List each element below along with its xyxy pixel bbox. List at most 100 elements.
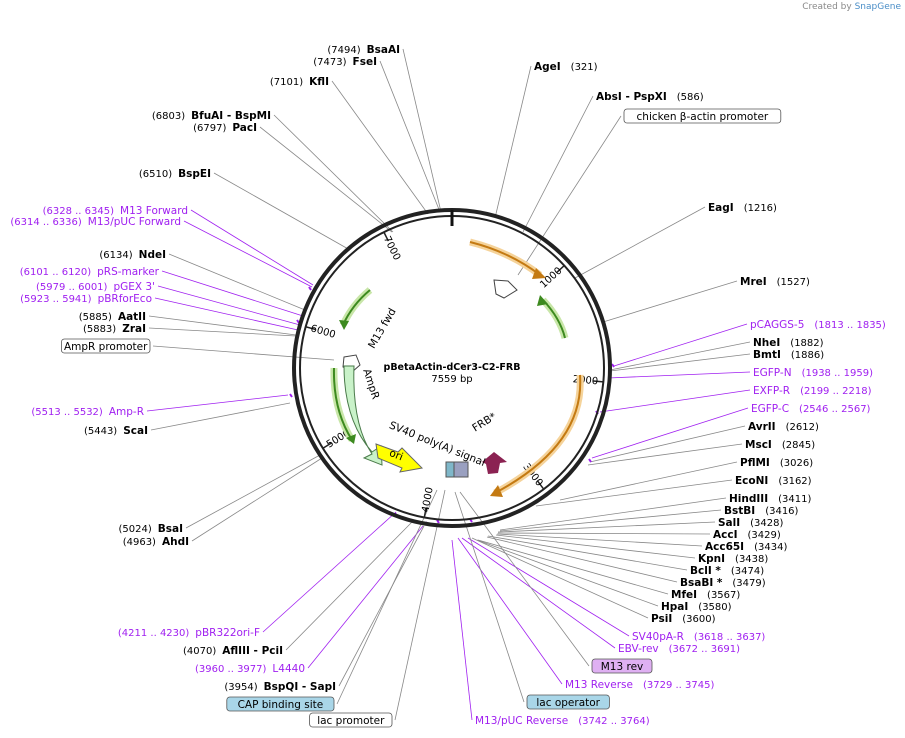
primer-mark — [588, 458, 592, 463]
site-label-group[interactable]: AbsI - PspXI(586) — [596, 91, 704, 103]
site-label-group[interactable]: chicken β-actin promoter — [623, 108, 782, 124]
site-name: EagI — [708, 202, 734, 214]
enzyme-label: AvrII(2612) — [748, 421, 819, 433]
site-name: EGFP-N — [753, 367, 792, 379]
site-label-group[interactable]: (3960 .. 3977)L4440 — [195, 663, 305, 675]
site-label-group[interactable]: BmtI(1886) — [753, 349, 824, 361]
site-label-group[interactable]: pCAGGS-5(1813 .. 1835) — [750, 319, 886, 331]
site-label-group[interactable]: EGFP-C(2546 .. 2567) — [751, 403, 871, 415]
site-label-group[interactable]: NheI(1882) — [753, 337, 824, 349]
site-label-group[interactable]: HindIII(3411) — [729, 493, 811, 505]
site-name: BsaI — [158, 523, 183, 535]
tick-label: 6000 — [309, 323, 336, 340]
site-label-group[interactable]: (5979 .. 6001)pGEX 3' — [36, 281, 155, 293]
site-name: ScaI — [123, 425, 148, 437]
site-label-group[interactable]: MfeI(3567) — [671, 589, 740, 601]
leader-line — [259, 126, 393, 233]
site-label-group[interactable]: BclI *(3474) — [690, 565, 764, 577]
feature-tag-label: CAP binding site — [238, 699, 324, 711]
site-coord: (2612) — [786, 422, 819, 433]
site-label-group[interactable]: EGFP-N(1938 .. 1959) — [753, 367, 873, 379]
site-label-group[interactable]: M13/pUC Reverse (3742 .. 3764) — [475, 715, 650, 727]
site-label-group[interactable]: M13 rev — [591, 658, 653, 674]
site-label-group[interactable]: MscI(2845) — [745, 439, 815, 451]
site-label-group[interactable]: PflMI(3026) — [740, 457, 813, 469]
center-labels: pBetaActin-dCer3-C2-FRB 7559 bp — [384, 362, 521, 385]
site-label-group[interactable]: (4963)AhdI — [123, 536, 189, 548]
site-label-group[interactable]: EXFP-R(2199 .. 2218) — [753, 385, 872, 397]
site-label-group[interactable]: MreI(1527) — [740, 276, 810, 288]
site-name: Acc65I — [705, 541, 744, 553]
primer-label: (5513 .. 5532)Amp-R — [31, 406, 144, 418]
site-label-group[interactable]: PsiI(3600) — [651, 613, 716, 625]
feature-tag-box — [226, 696, 335, 712]
site-label-group[interactable]: (7473)FseI — [313, 56, 377, 68]
site-label-group[interactable]: (4211 .. 4230)pBR322ori-F — [118, 627, 260, 639]
site-label-group[interactable]: (6314 .. 6336)M13/pUC Forward — [10, 216, 181, 228]
enzyme-label: (7101)KflI — [270, 76, 329, 88]
site-label-group[interactable]: HpaI(3580) — [661, 601, 732, 613]
site-label-group[interactable]: (6803)BfuAI - BspMI — [152, 110, 271, 122]
site-label-group[interactable]: (7494)BsaAI — [327, 44, 400, 56]
site-label-group[interactable]: SV40pA-R(3618 .. 3637) — [632, 631, 765, 643]
site-coord: (1886) — [791, 350, 824, 361]
leader-line — [607, 371, 751, 379]
site-name: HindIII — [729, 493, 768, 505]
leader-line — [476, 539, 659, 607]
primer-label: EBV-rev(3672 .. 3691) — [618, 643, 740, 655]
site-label-group[interactable]: (6134)NdeI — [99, 249, 166, 261]
site-name: SalI — [718, 517, 740, 529]
site-label-group[interactable]: SalI(3428) — [718, 517, 784, 529]
site-name: BsaBI * — [680, 577, 723, 589]
enzyme-label: EcoNI(3162) — [735, 475, 812, 487]
site-label-group[interactable]: (4070)AflIII - PciI — [183, 645, 283, 657]
site-label-group[interactable]: AvrII(2612) — [748, 421, 819, 433]
site-label-group[interactable]: EBV-rev(3672 .. 3691) — [618, 643, 740, 655]
site-coord: (6797) — [193, 123, 226, 134]
site-label-group[interactable]: (6797)PacI — [193, 122, 257, 134]
site-coord: (3567) — [707, 590, 740, 601]
site-label-group[interactable]: EagI(1216) — [708, 202, 777, 214]
site-label-group[interactable]: (6510)BspEI — [139, 168, 211, 180]
site-label-group[interactable]: (6328 .. 6345)M13 Forward — [43, 205, 188, 217]
snapgene-credit: Created by SnapGene — [802, 2, 901, 12]
site-name: M13/pUC Reverse — [475, 715, 568, 727]
site-label-group[interactable]: lac promoter — [309, 712, 393, 728]
site-label-group[interactable]: M13 Reverse(3729 .. 3745) — [565, 679, 714, 691]
site-label-group[interactable]: CAP binding site — [226, 696, 335, 712]
leader-line — [191, 457, 323, 542]
site-label-group[interactable]: (5513 .. 5532)Amp-R — [31, 406, 144, 418]
site-label-group[interactable]: (5024)BsaI — [118, 523, 183, 535]
leader-line — [467, 537, 630, 637]
leader-line — [497, 532, 711, 535]
site-label-group[interactable]: BstBI(3416) — [724, 505, 799, 517]
site-coord: (1882) — [790, 338, 823, 349]
site-label-group[interactable]: (3954)BspQI - SapI — [224, 681, 336, 693]
site-label-group[interactable]: KpnI(3438) — [698, 553, 768, 565]
site-label-group[interactable]: AgeI(321) — [534, 61, 598, 73]
site-label-group[interactable]: AccI(3429) — [713, 529, 781, 541]
site-label-group[interactable]: (5883)ZraI — [83, 323, 146, 335]
site-coord: (3429) — [747, 530, 780, 541]
site-name: AflIII - PciI — [222, 645, 283, 657]
site-label-group[interactable]: Acc65I(3434) — [705, 541, 787, 553]
site-coord: (3580) — [698, 602, 731, 613]
site-label-group[interactable]: (5885)AatII — [79, 311, 146, 323]
primer-label: (4211 .. 4230)pBR322ori-F — [118, 627, 260, 639]
site-label-group[interactable]: (6101 .. 6120)pRS-marker — [20, 266, 160, 278]
site-label-group[interactable]: (5443)ScaI — [84, 425, 148, 437]
leader-line — [471, 537, 649, 619]
site-label-group[interactable]: lac operator — [526, 694, 610, 710]
site-label-group[interactable]: BsaBI *(3479) — [680, 577, 766, 589]
leader-line — [486, 536, 678, 583]
site-label-group[interactable]: (5923 .. 5941)pBRforEco — [20, 293, 152, 305]
site-label-group[interactable]: EcoNI(3162) — [735, 475, 812, 487]
site-label-group[interactable]: (7101)KflI — [270, 76, 329, 88]
leader-line — [591, 407, 749, 459]
site-label-group[interactable]: AmpR promoter — [61, 338, 151, 354]
site-coord: (7101) — [270, 77, 303, 88]
enzyme-label: KpnI(3438) — [698, 553, 768, 565]
site-coord: (3742 .. 3764) — [578, 716, 650, 727]
